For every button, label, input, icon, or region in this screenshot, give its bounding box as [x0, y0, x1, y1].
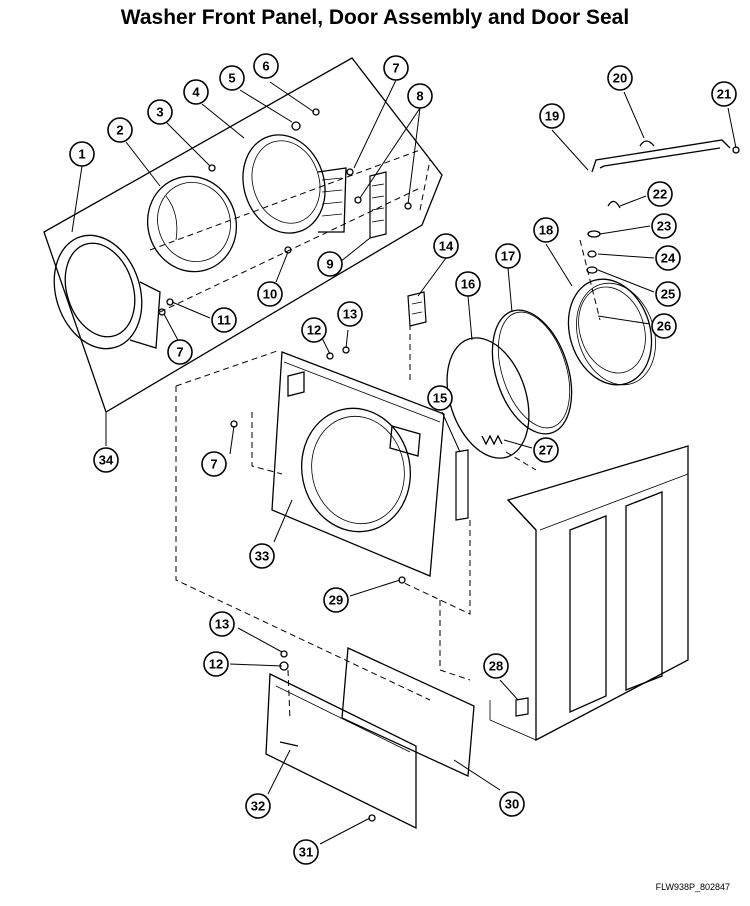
callout-3: 3	[147, 99, 173, 125]
callout-label: 4	[192, 85, 200, 100]
callout-label: 25	[661, 287, 675, 302]
callout-22: 22	[647, 181, 673, 207]
callout-label: 33	[255, 549, 269, 564]
callout-label: 13	[343, 307, 357, 322]
callout-27: 27	[533, 437, 559, 463]
drawing-code: FLW938P_802847	[655, 882, 730, 892]
callout-label: 13	[215, 617, 229, 632]
door-glass	[146, 175, 238, 273]
callout-8: 8	[407, 83, 433, 109]
callout-label: 6	[262, 59, 269, 74]
callout-label: 15	[433, 391, 447, 406]
callout-label: 23	[657, 219, 671, 234]
door-outer-ring	[53, 234, 161, 350]
callout-15: 15	[427, 385, 453, 411]
callout-label: 12	[307, 323, 321, 338]
callout-24: 24	[655, 245, 681, 271]
callout-label: 26	[657, 319, 671, 334]
door-assembly-group-outline	[43, 57, 443, 413]
callout-label: 28	[489, 659, 503, 674]
callout-label: 22	[653, 187, 667, 202]
callout-13-bottom: 13	[209, 611, 235, 637]
callout-label: 17	[501, 249, 515, 264]
callout-13-top: 13	[337, 301, 363, 327]
kick-panel	[265, 672, 417, 830]
callout-label: 16	[461, 277, 475, 292]
callout-21: 21	[711, 81, 737, 107]
callout-10: 10	[257, 281, 283, 307]
callout-9: 9	[317, 251, 343, 277]
lock-bracket	[455, 449, 469, 521]
callout-32: 32	[245, 793, 271, 819]
callout-label: 1	[78, 147, 85, 162]
callout-label: 34	[99, 453, 114, 468]
hose-assembly	[586, 139, 740, 274]
callout-label: 24	[661, 251, 676, 266]
callout-28: 28	[483, 653, 509, 679]
callout-4: 4	[183, 79, 209, 105]
callout-12-bottom: 12	[203, 651, 229, 677]
callout-12-top: 12	[301, 317, 327, 343]
callout-label: 5	[228, 71, 235, 86]
callout-label: 31	[299, 845, 313, 860]
callout-34: 34	[93, 447, 119, 473]
callout-18: 18	[533, 217, 559, 243]
callout-label: 14	[439, 239, 454, 254]
callout-23: 23	[651, 213, 677, 239]
callout-label: 29	[329, 593, 343, 608]
diagram-title: Washer Front Panel, Door Assembly and Do…	[120, 6, 630, 29]
callout-33: 33	[249, 543, 275, 569]
callout-11: 11	[211, 307, 237, 333]
callout-label: 9	[326, 257, 333, 272]
callout-29: 29	[323, 587, 349, 613]
callout-label: 7	[210, 457, 217, 472]
callout-1: 1	[69, 141, 95, 167]
washer-cabinet	[489, 445, 689, 742]
leader-lines	[71, 79, 737, 845]
callout-20: 20	[607, 65, 633, 91]
callout-7-panel: 7	[201, 451, 227, 477]
door-lock	[407, 291, 427, 327]
callout-label: 30	[505, 797, 519, 812]
door-inner-frame	[242, 134, 347, 234]
callout-label: 19	[545, 109, 559, 124]
callout-16: 16	[455, 271, 481, 297]
callout-7-top: 7	[383, 55, 409, 81]
panel-insert	[341, 647, 475, 777]
door-hinge	[369, 171, 387, 239]
door-seal	[567, 278, 656, 386]
callout-17: 17	[495, 243, 521, 269]
callout-5: 5	[219, 65, 245, 91]
callout-label: 32	[251, 799, 265, 814]
callout-label: 3	[156, 105, 163, 120]
assembly-guide-lines	[149, 149, 601, 721]
callout-label: 11	[217, 313, 231, 328]
callout-19: 19	[539, 103, 565, 129]
callout-label: 20	[613, 71, 627, 86]
callout-label: 12	[209, 657, 223, 672]
seal-clamp-ring	[446, 337, 530, 459]
callout-6: 6	[253, 53, 279, 79]
callout-label: 7	[176, 345, 183, 360]
callout-26: 26	[651, 313, 677, 339]
callout-label: 27	[539, 443, 553, 458]
callout-label: 18	[539, 223, 553, 238]
callout-25: 25	[655, 281, 681, 307]
callout-label: 8	[416, 89, 423, 104]
front-panel	[271, 351, 445, 577]
callout-30: 30	[499, 791, 525, 817]
callout-14: 14	[433, 233, 459, 259]
callout-7-door: 7	[167, 339, 193, 365]
callout-label: 7	[392, 61, 399, 76]
callout-label: 10	[263, 287, 277, 302]
callout-2: 2	[107, 117, 133, 143]
clamp-spring	[481, 434, 503, 446]
callout-31: 31	[293, 839, 319, 865]
callout-label: 2	[116, 123, 123, 138]
callout-label: 21	[717, 87, 731, 102]
cabinet-clip	[515, 697, 529, 717]
